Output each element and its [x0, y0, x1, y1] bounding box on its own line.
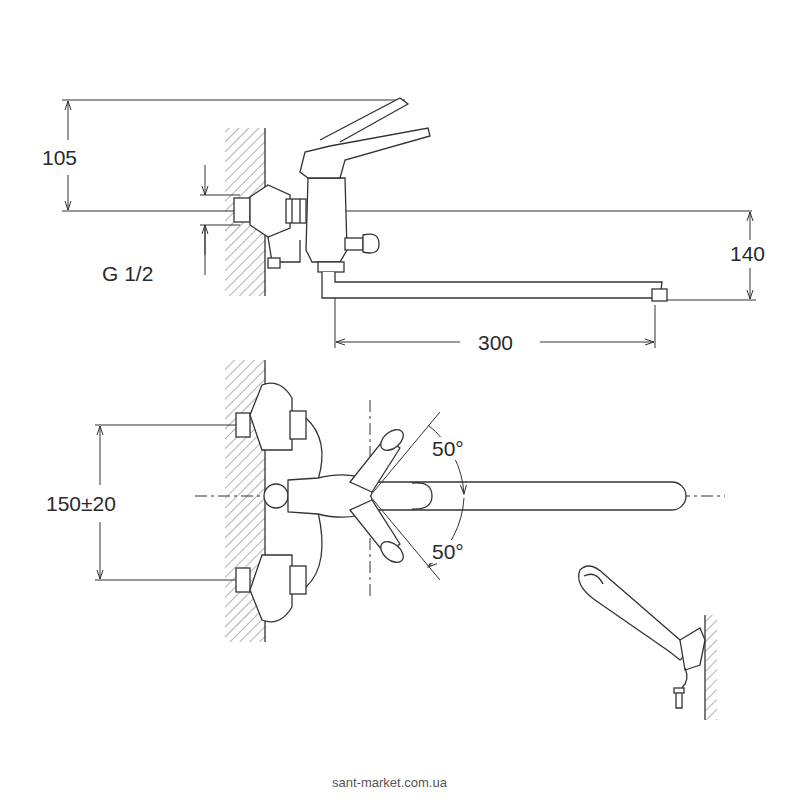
watermark: sant-market.com.ua: [330, 776, 449, 790]
angle-label: 50°: [430, 437, 466, 460]
dimension-length: 300: [476, 331, 515, 354]
angle-label: 50°: [430, 540, 466, 563]
dimension-spacing: 150±20: [44, 492, 118, 515]
dimension-height: 105: [40, 146, 79, 169]
dimension-height: 140: [728, 242, 767, 265]
thread-size: G 1/2: [100, 262, 155, 285]
